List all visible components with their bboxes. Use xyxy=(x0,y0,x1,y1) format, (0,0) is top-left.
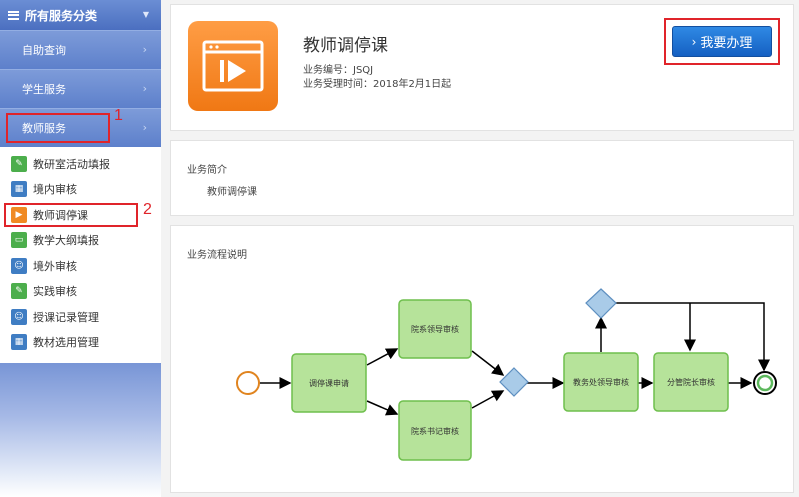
sidebar-item-domestic-review[interactable]: ▦ 境内审核 xyxy=(0,177,161,203)
category-student-service[interactable]: 学生服务 › xyxy=(0,69,161,108)
flow-edge xyxy=(471,390,505,409)
flow-node-dept-secretary: 院系书记审核 xyxy=(398,400,472,461)
chevron-down-icon: ▼ xyxy=(142,10,149,19)
sidebar-item-label: 授课记录管理 xyxy=(33,310,99,324)
highlight-box xyxy=(6,113,110,143)
sidebar-item-teaching-record[interactable]: ☺ 授课记录管理 xyxy=(0,304,161,330)
annotation-number-1: 1 xyxy=(114,107,123,124)
flow-node-label: 分管院长审核 xyxy=(667,377,715,387)
annotation-number-2: 2 xyxy=(143,201,152,218)
service-code: 业务编号：JSQJ xyxy=(303,65,374,76)
list-icon xyxy=(8,10,19,20)
calendar-icon: ▦ xyxy=(11,181,27,198)
sidebar-item-label: 实践审核 xyxy=(33,285,77,299)
flow-node-label: 调停课申请 xyxy=(309,378,349,388)
sidebar-item-label: 教材选用管理 xyxy=(33,336,99,350)
chevron-right-icon: › xyxy=(142,43,147,56)
sidebar-item-research-activity[interactable]: ✎ 教研室活动填报 xyxy=(0,151,161,177)
sidebar-item-class-adjustment[interactable]: ▶ 教师调停课 xyxy=(0,202,161,228)
sidebar-header[interactable]: 所有服务分类 ▼ xyxy=(0,0,161,30)
chevron-right-icon: › xyxy=(142,82,147,95)
edit-icon: ✎ xyxy=(11,283,27,300)
flow-panel: 业务流程说明 xyxy=(170,225,794,493)
video-player-icon xyxy=(202,40,264,92)
apply-button[interactable]: › 我要办理 xyxy=(672,26,772,57)
sidebar-submenu: ✎ 教研室活动填报 ▦ 境内审核 ▶ 教师调停课 ▭ 教学大纲填报 ☺ 境外审核… xyxy=(0,147,161,355)
flow-gateway xyxy=(499,367,529,397)
intro-title: 业务简介 xyxy=(187,165,227,176)
user-icon: ☺ xyxy=(11,257,27,274)
flow-node-label: 教务处领导审核 xyxy=(573,377,629,387)
category-label: 学生服务 xyxy=(22,83,66,96)
flow-edge xyxy=(616,302,770,372)
user-icon: ☺ xyxy=(11,308,27,325)
sidebar-item-label: 境外审核 xyxy=(33,259,77,273)
flow-node-dept-leader: 院系领导审核 xyxy=(398,299,472,359)
flow-title: 业务流程说明 xyxy=(187,250,247,261)
service-icon xyxy=(188,21,278,111)
calendar-icon: ▦ xyxy=(11,334,27,351)
intro-text: 教师调停课 xyxy=(207,187,257,198)
category-label: 教师服务 xyxy=(22,122,66,135)
sidebar-item-label: 教研室活动填报 xyxy=(33,157,110,171)
sidebar-item-overseas-review[interactable]: ☺ 境外审核 xyxy=(0,253,161,279)
service-header-panel: 教师调停课 业务编号：JSQJ 业务受理时间：2018年2月1日起 › 我要办理 xyxy=(170,4,794,131)
apply-button-label: 我要办理 xyxy=(700,36,753,51)
flow-edge xyxy=(366,400,399,416)
sidebar-item-label: 境内审核 xyxy=(33,183,77,197)
sidebar-item-textbook[interactable]: ▦ 教材选用管理 xyxy=(0,330,161,356)
chevron-right-icon: › xyxy=(691,34,697,49)
flow-node-apply: 调停课申请 xyxy=(291,353,367,413)
chevron-right-icon: › xyxy=(142,121,147,134)
flow-node-vice-president: 分管院长审核 xyxy=(653,352,729,412)
sidebar-item-syllabus[interactable]: ▭ 教学大纲填报 xyxy=(0,228,161,254)
category-teacher-service[interactable]: 教师服务 › xyxy=(0,108,161,147)
flow-edge xyxy=(366,348,399,366)
sidebar-item-label: 教师调停课 xyxy=(33,208,88,222)
category-label: 自助查询 xyxy=(22,44,66,57)
flow-edge xyxy=(471,350,505,376)
flow-node-label: 院系领导审核 xyxy=(411,324,459,334)
service-time: 业务受理时间：2018年2月1日起 xyxy=(303,79,452,90)
highlight-box xyxy=(4,203,138,227)
sidebar-item-practice-review[interactable]: ✎ 实践审核 xyxy=(0,279,161,305)
service-title: 教师调停课 xyxy=(303,36,388,56)
sidebar: 所有服务分类 ▼ 自助查询 › 学生服务 › 教师服务 › ✎ 教研室活动填报 … xyxy=(0,0,161,497)
intro-panel: 业务简介 教师调停课 xyxy=(170,140,794,216)
flow-end-event-inner xyxy=(756,374,774,392)
category-self-query[interactable]: 自助查询 › xyxy=(0,30,161,69)
flow-diagram: 调停课申请 院系领导审核 院系书记审核 教务处领导审核 分管院长审核 xyxy=(236,288,777,461)
sidebar-header-label: 所有服务分类 xyxy=(25,8,98,23)
sidebar-footer-gradient xyxy=(0,363,161,497)
edit-icon: ✎ xyxy=(11,155,27,172)
apply-highlight-box: › 我要办理 xyxy=(664,18,780,65)
flow-start-event xyxy=(236,371,260,395)
flow-node-academic: 教务处领导审核 xyxy=(563,352,639,412)
sidebar-item-label: 教学大纲填报 xyxy=(33,234,99,248)
flow-node-label: 院系书记审核 xyxy=(411,426,459,436)
flow-gateway xyxy=(585,288,617,319)
video-icon: ▶ xyxy=(11,206,27,223)
document-icon: ▭ xyxy=(11,232,27,249)
